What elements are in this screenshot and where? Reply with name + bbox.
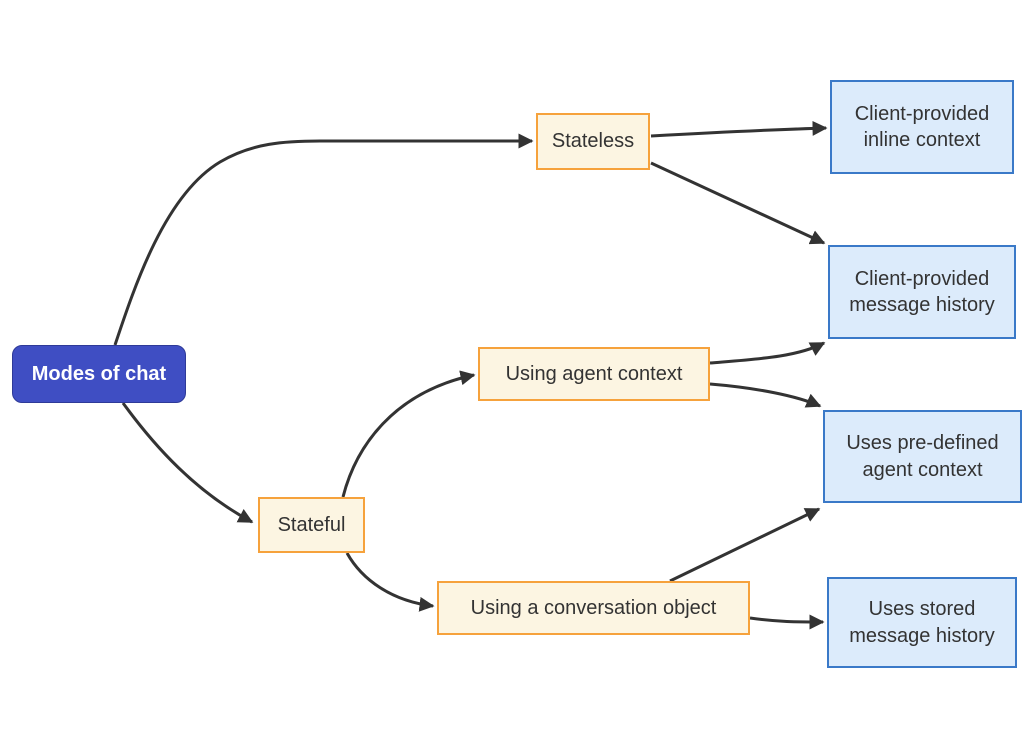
node-stateful: Stateful xyxy=(258,497,365,553)
node-uses-predefined-agent-context-label: Uses pre-defined agent context xyxy=(846,432,999,481)
edge-stateless-to-client-message-history xyxy=(650,161,826,245)
node-uses-stored-message-history-label: Uses stored message history xyxy=(849,598,995,647)
node-using-conversation-object-label: Using a conversation object xyxy=(470,596,717,619)
node-using-agent-context: Using agent context xyxy=(478,347,710,401)
edge-stateful-to-using-agent-context xyxy=(341,370,476,498)
node-uses-stored-message-history: Uses stored message history xyxy=(827,577,1017,668)
node-stateful-label: Stateful xyxy=(277,513,346,536)
node-client-provided-inline-context: Client-provided inline context xyxy=(830,80,1014,174)
edge-using-agent-context-to-predefined-agent-context xyxy=(709,382,822,408)
edge-using-conversation-object-to-stored-message-history xyxy=(749,614,825,630)
node-uses-predefined-agent-context: Uses pre-defined agent context xyxy=(823,410,1022,503)
edge-stateless-to-client-inline-context xyxy=(650,120,828,138)
node-modes-of-chat: Modes of chat xyxy=(12,345,186,403)
node-modes-of-chat-label: Modes of chat xyxy=(31,362,167,385)
edge-stateful-to-using-conversation-object xyxy=(345,552,435,612)
node-using-conversation-object: Using a conversation object xyxy=(437,581,750,635)
node-client-provided-message-history-label: Client-provided message history xyxy=(849,267,995,316)
edge-modes-of-chat-to-stateless xyxy=(113,133,534,346)
node-using-agent-context-label: Using agent context xyxy=(505,362,683,385)
node-client-provided-inline-context-label: Client-provided inline context xyxy=(854,102,990,151)
node-stateless: Stateless xyxy=(536,113,650,170)
node-stateless-label: Stateless xyxy=(551,130,635,153)
node-client-provided-message-history: Client-provided message history xyxy=(828,245,1016,339)
edge-using-conversation-object-to-predefined-agent-context xyxy=(669,507,821,583)
edge-using-agent-context-to-client-message-history xyxy=(709,341,826,365)
edge-modes-of-chat-to-stateful xyxy=(121,402,254,524)
